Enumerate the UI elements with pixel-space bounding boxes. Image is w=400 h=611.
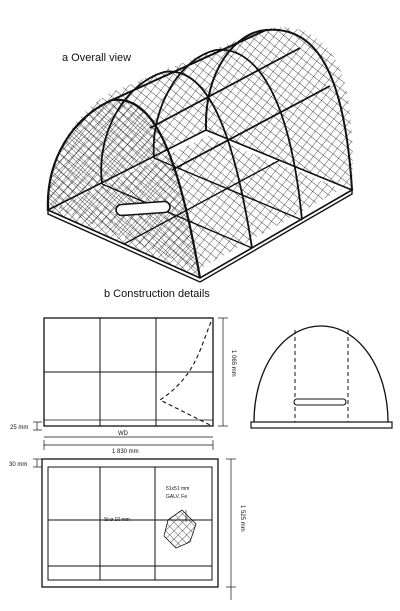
plan-view: 51x51 mm GALV. Fe St ø 10 mm 30 mm 1 525… bbox=[9, 458, 245, 600]
middle-arch-1 bbox=[100, 70, 253, 249]
back-arch bbox=[204, 28, 353, 191]
plan-outer-frame bbox=[41, 458, 219, 588]
floor-bar-2 bbox=[153, 157, 303, 221]
plan-inner-frame bbox=[47, 466, 213, 581]
top-bar-right bbox=[171, 85, 331, 171]
mesh-label-material: GALV. Fe bbox=[166, 494, 187, 500]
front-arch bbox=[46, 98, 202, 279]
overall-view-trap bbox=[46, 27, 354, 283]
bar-label: St ø 10 mm bbox=[104, 517, 130, 523]
mesh-label-size: 51x51 mm bbox=[166, 486, 189, 492]
frame-dimension-label: 30 mm bbox=[9, 462, 27, 468]
part-b-title: b Construction details bbox=[104, 288, 210, 300]
height-label: 1 065 mm bbox=[230, 350, 236, 377]
top-bar-left bbox=[111, 29, 267, 101]
end-view-base bbox=[250, 421, 393, 429]
end-view-arch bbox=[253, 325, 389, 423]
end-view bbox=[250, 325, 393, 429]
base-dimension-label: 25 mm bbox=[10, 425, 28, 431]
wd-label: WD bbox=[118, 431, 129, 437]
top-bar-center bbox=[149, 47, 301, 129]
length-label: 1 830 mm bbox=[112, 449, 139, 455]
part-a-title: a Overall view bbox=[62, 52, 131, 64]
mesh-detail-swatch bbox=[163, 509, 197, 549]
floor-bar-3 bbox=[123, 159, 281, 245]
base-frame-edge bbox=[47, 190, 353, 283]
width-label: 1 525 mm bbox=[239, 505, 245, 532]
side-view: 1 065 mm 25 mm WD 1 830 mm bbox=[10, 317, 236, 455]
floor-opening bbox=[115, 200, 171, 217]
front-arch-mesh bbox=[47, 99, 200, 278]
end-view-opening bbox=[293, 398, 347, 406]
funnel-entrance bbox=[158, 321, 213, 427]
